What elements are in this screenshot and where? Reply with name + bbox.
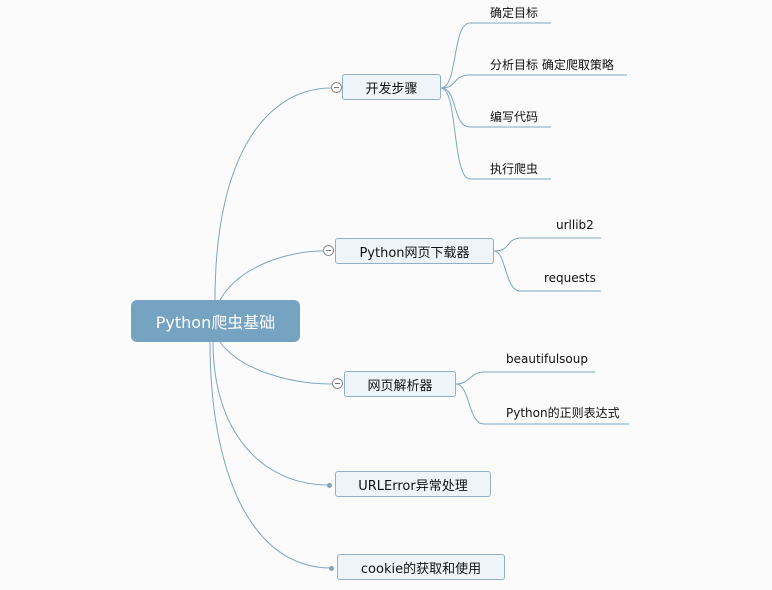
subtopic[interactable]: Python的正则表达式	[506, 406, 620, 420]
subtopic[interactable]: requests	[544, 271, 596, 285]
collapse-icon[interactable]	[332, 378, 343, 389]
topic-parser[interactable]: 网页解析器	[344, 371, 456, 397]
connector	[219, 341, 333, 385]
connector	[209, 341, 332, 569]
connector	[440, 74, 627, 89]
subtopic[interactable]: urllib2	[556, 218, 594, 232]
connector	[455, 371, 595, 385]
subtopic[interactable]: 执行爬虫	[490, 162, 539, 176]
connector	[440, 22, 551, 89]
collapse-icon[interactable]	[331, 82, 342, 93]
subtopic[interactable]: 编写代码	[490, 110, 539, 124]
connector	[219, 250, 324, 301]
connector	[440, 87, 551, 128]
collapsed-dot-icon[interactable]	[329, 566, 334, 571]
connector	[455, 383, 629, 425]
collapsed-dot-icon[interactable]	[327, 483, 332, 488]
connector	[212, 341, 330, 486]
subtopic[interactable]: 分析目标 确定爬取策略	[490, 58, 614, 72]
topic-dev-steps[interactable]: 开发步骤	[342, 74, 441, 100]
connector	[493, 237, 601, 252]
connector	[493, 250, 601, 292]
topic-cookie[interactable]: cookie的获取和使用	[337, 554, 505, 580]
subtopic[interactable]: 确定目标	[490, 6, 539, 20]
root-topic[interactable]: Python爬虫基础	[131, 300, 300, 342]
connector	[214, 87, 332, 301]
topic-downloader[interactable]: Python网页下载器	[335, 238, 494, 264]
collapse-icon[interactable]	[323, 245, 334, 256]
topic-urlerror[interactable]: URLError异常处理	[335, 471, 491, 497]
connector	[440, 87, 551, 180]
subtopic[interactable]: beautifulsoup	[506, 352, 588, 366]
